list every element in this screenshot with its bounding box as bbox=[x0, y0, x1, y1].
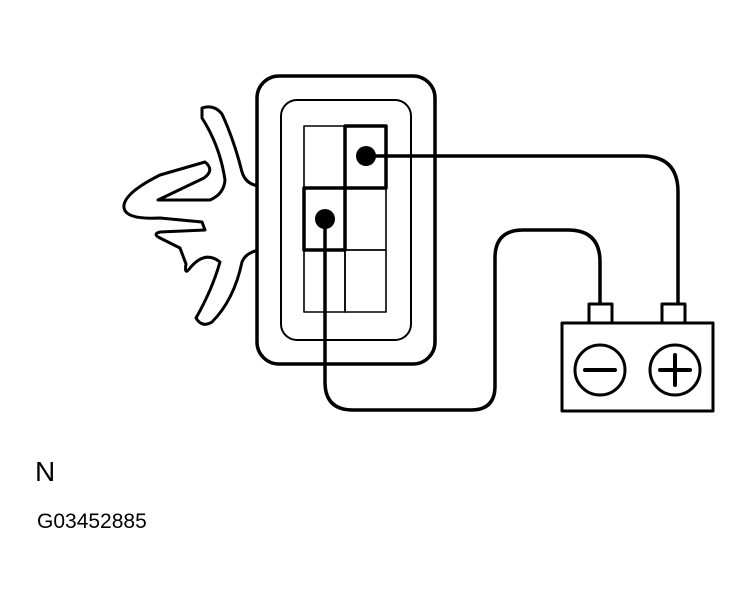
figure-code: G03452885 bbox=[37, 510, 147, 533]
battery-positive-post bbox=[660, 302, 687, 325]
battery-negative-post bbox=[587, 302, 614, 325]
battery-body bbox=[560, 321, 715, 413]
minus-icon bbox=[573, 343, 627, 397]
connector-clip bbox=[122, 105, 262, 326]
connector-inner-shell bbox=[280, 99, 412, 341]
plus-icon bbox=[648, 343, 702, 397]
battery bbox=[560, 302, 715, 413]
lead-to-negative bbox=[323, 217, 602, 412]
probe-dot-lower bbox=[315, 209, 335, 229]
lead-to-positive bbox=[364, 154, 680, 306]
view-label: N bbox=[35, 456, 56, 487]
terminal-cavity bbox=[344, 249, 387, 313]
probe-dot-upper bbox=[356, 146, 376, 166]
